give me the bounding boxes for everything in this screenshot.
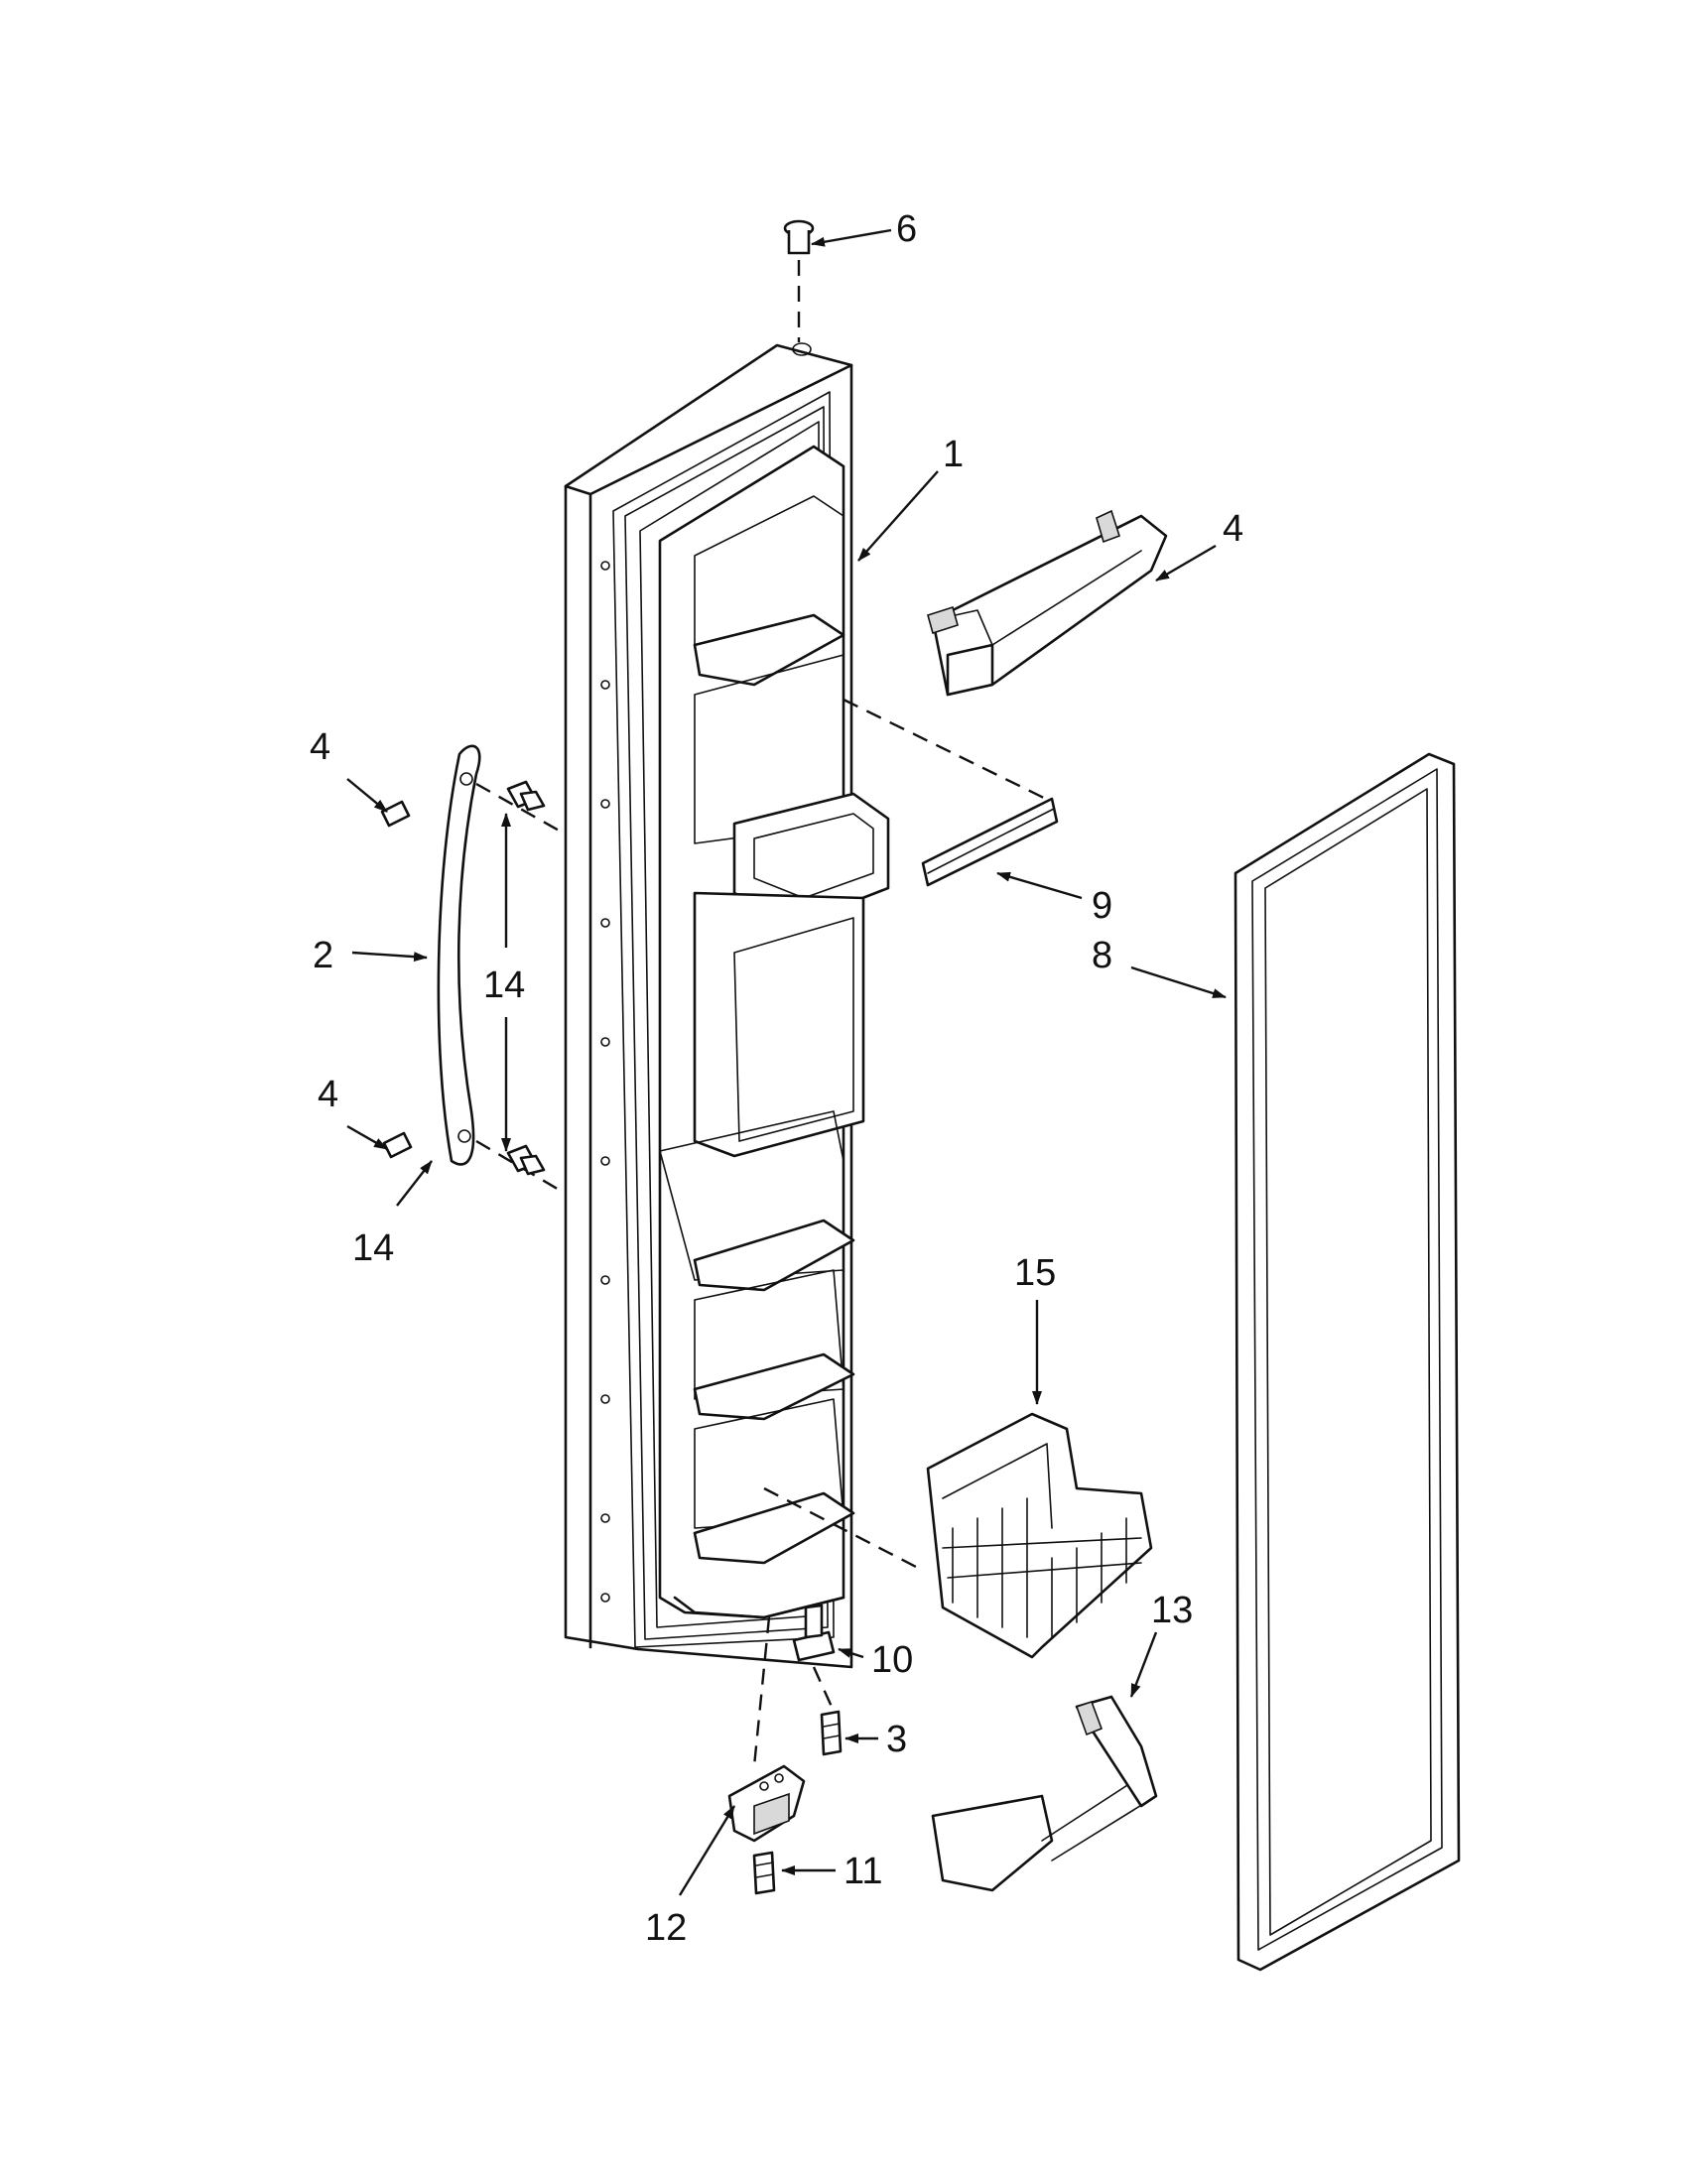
callout-2: 2 [313, 935, 333, 976]
callout-9: 9 [1092, 885, 1112, 927]
callout-6: 4 [1223, 508, 1243, 550]
hinge-screw [820, 1710, 843, 1756]
leader-lines [346, 228, 1227, 1896]
hinge-pin [783, 219, 815, 255]
callout-4-upper: 4 [310, 726, 330, 768]
callout-12: 12 [645, 1907, 687, 1949]
upper-door-bin [927, 509, 1168, 697]
lower-hinge-screw [752, 1851, 776, 1895]
door-gasket [1234, 752, 1461, 1972]
callout-15: 15 [1014, 1252, 1056, 1294]
handle-guide-lower [475, 1139, 562, 1193]
hinge-bushing [792, 1604, 836, 1662]
callout-7: 6 [896, 208, 917, 250]
trim-strip [921, 797, 1059, 887]
callout-10: 10 [871, 1639, 913, 1681]
callout-14-right: 14 [483, 964, 525, 1006]
door-assembly [564, 342, 890, 1669]
trim-strip-guide [843, 698, 1053, 804]
handle-screw-upper [380, 800, 411, 828]
callout-11: 11 [844, 1851, 882, 1892]
callout-4-lower: 4 [318, 1074, 338, 1115]
handle-bolt-upper [506, 780, 546, 812]
ice-basket [926, 1412, 1153, 1659]
callout-3: 3 [886, 1719, 907, 1760]
lower-door-bin [931, 1695, 1158, 1892]
handle-screw-lower [382, 1131, 413, 1159]
handle-guide-upper [475, 782, 562, 834]
door-side-holes [600, 561, 610, 1603]
callout-1: 1 [943, 434, 964, 475]
callout-13: 13 [1151, 1590, 1193, 1631]
callout-8: 8 [1092, 935, 1112, 976]
lower-hinge [727, 1764, 806, 1843]
callout-labels: 6 1 4 9 8 4 2 14 4 14 15 13 10 3 11 12 [310, 208, 1243, 1949]
callout-14-lower: 14 [352, 1227, 394, 1269]
hinge-bushing-guide [812, 1666, 834, 1708]
handle-bolt-lower [506, 1144, 546, 1176]
door-handle [437, 744, 481, 1166]
ice-basket-guide [763, 1486, 919, 1570]
